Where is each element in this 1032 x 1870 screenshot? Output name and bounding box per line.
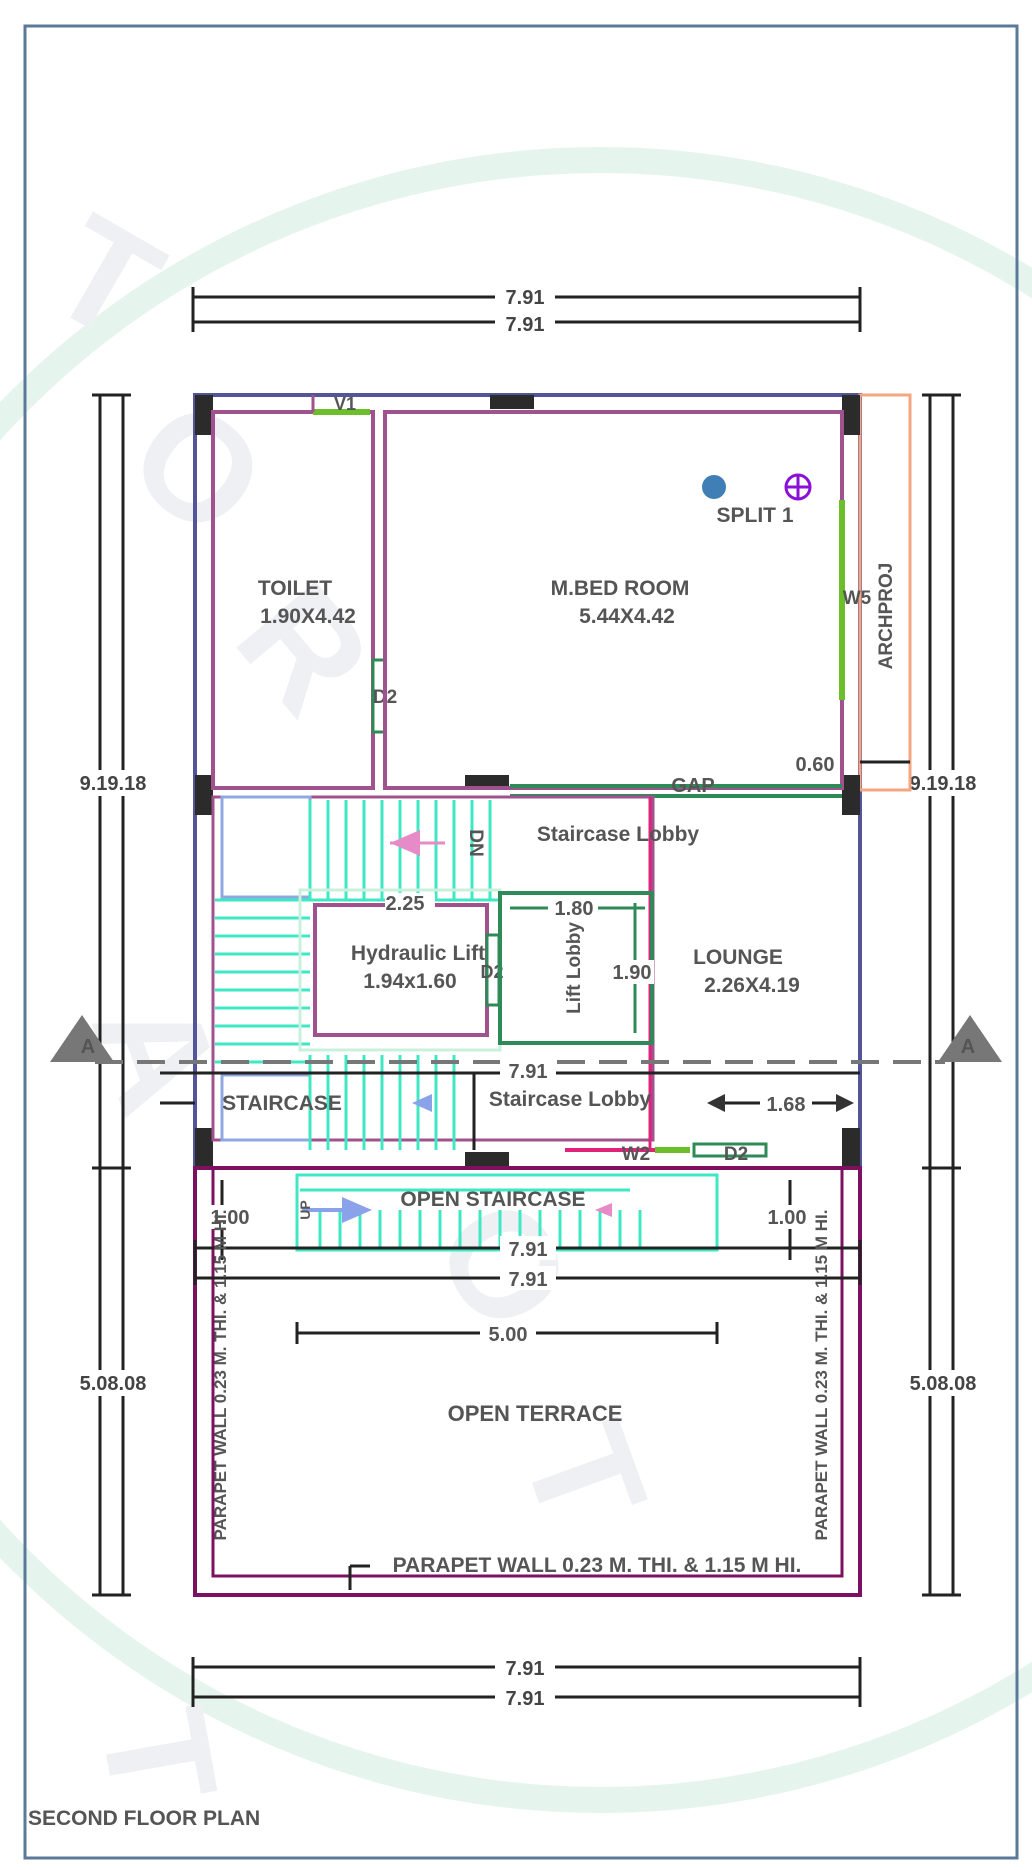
stair-pink-arrow-icon <box>595 1203 612 1217</box>
dim-left-lower: 5.08.08 <box>80 1373 147 1395</box>
arch-projection <box>858 393 912 792</box>
dim-791-terrace-2: 7.91 <box>509 1269 548 1291</box>
window-v1-label: V1 <box>334 394 356 414</box>
dim-top-2: 7.91 <box>506 314 545 336</box>
toilet-name: TOILET <box>258 577 332 600</box>
split-ac-crosshair-icon <box>784 473 812 501</box>
lounge-size: 2.26X4.19 <box>704 974 800 997</box>
dim-top-1: 7.91 <box>506 287 545 309</box>
down-arrow-icon <box>390 830 420 856</box>
dim-180: 1.80 <box>555 898 594 920</box>
dn-label: DN <box>465 829 486 856</box>
staircase-label: STAIRCASE <box>222 1092 342 1115</box>
section-marker-right-label: A <box>961 1036 975 1058</box>
split-label: SPLIT 1 <box>716 504 793 527</box>
bedroom-size: 5.44X4.42 <box>579 605 675 628</box>
toilet-size: 1.90X4.42 <box>260 605 356 628</box>
open-terrace-label: OPEN TERRACE <box>448 1401 623 1426</box>
open-staircase-label: OPEN STAIRCASE <box>400 1188 585 1211</box>
parapet-label-right: PARAPET WALL 0.23 M. THI. & 1.15 M HI. <box>812 1210 831 1541</box>
staircase-lobby-bottom: Staircase Lobby <box>489 1088 652 1111</box>
door-d2-bottom-label: D2 <box>724 1144 748 1165</box>
split-ac-unit-icon <box>702 475 726 499</box>
up-label: UP <box>297 1200 313 1219</box>
dim-168: 1.68 <box>767 1094 806 1116</box>
section-marker-right-icon <box>938 1015 1002 1062</box>
section-marker-left-icon <box>50 1015 114 1062</box>
dim-bottom-2: 7.91 <box>506 1688 545 1710</box>
dim-right-upper: 9.19.18 <box>910 773 977 795</box>
window-w2-label: W2 <box>622 1144 651 1165</box>
stair-direction-icon <box>412 1094 432 1112</box>
lift-lobby-label: Lift Lobby <box>564 922 585 1014</box>
dim-left-upper: 9.19.18 <box>80 773 147 795</box>
dim-190: 1.90 <box>613 962 652 984</box>
dim-791-mid: 7.91 <box>509 1061 548 1083</box>
dim-791-terrace-1: 7.91 <box>509 1239 548 1261</box>
lounge-name: LOUNGE <box>693 946 783 969</box>
columns <box>195 395 860 1168</box>
bedroom-walls <box>383 410 844 790</box>
bedroom-name: M.BED ROOM <box>551 577 690 600</box>
lift-size: 1.94x1.60 <box>363 970 456 993</box>
window-w5-label: W5 <box>843 588 872 609</box>
parapet-label-left: PARAPET WALL 0.23 M. THI. & 1.15 M HI. <box>211 1210 230 1541</box>
staircase-lobby-top: Staircase Lobby <box>537 823 700 846</box>
dim-bottom-1: 7.91 <box>506 1658 545 1680</box>
section-marker-left-label: A <box>81 1036 95 1058</box>
watermark <box>0 147 1032 1813</box>
toilet-walls <box>211 410 375 790</box>
drawing-title: SECOND FLOOR PLAN <box>28 1807 260 1830</box>
gap-label: GAP <box>671 775 714 797</box>
door-d2-lift-label: D2 <box>480 962 503 982</box>
up-arrow-icon <box>342 1197 372 1223</box>
drawing-frame <box>23 24 1019 1860</box>
arch-proj-label: ARCHPROJ <box>876 563 897 670</box>
dim-100-right: 1.00 <box>768 1207 807 1229</box>
svg-text:T: T <box>68 1696 249 1815</box>
dim-offset-060: 0.60 <box>796 754 835 776</box>
parapet-label-bottom: PARAPET WALL 0.23 M. THI. & 1.15 M HI. <box>393 1554 802 1577</box>
terrace-inner <box>211 1166 844 1578</box>
dim-100-left: 1.00 <box>211 1207 250 1229</box>
lift-name: Hydraulic Lift <box>351 942 485 965</box>
dim-500: 5.00 <box>489 1324 528 1346</box>
dim-225: 2.25 <box>386 893 425 915</box>
dim-right-lower: 5.08.08 <box>910 1373 977 1395</box>
door-d2-bottom <box>692 1142 768 1158</box>
